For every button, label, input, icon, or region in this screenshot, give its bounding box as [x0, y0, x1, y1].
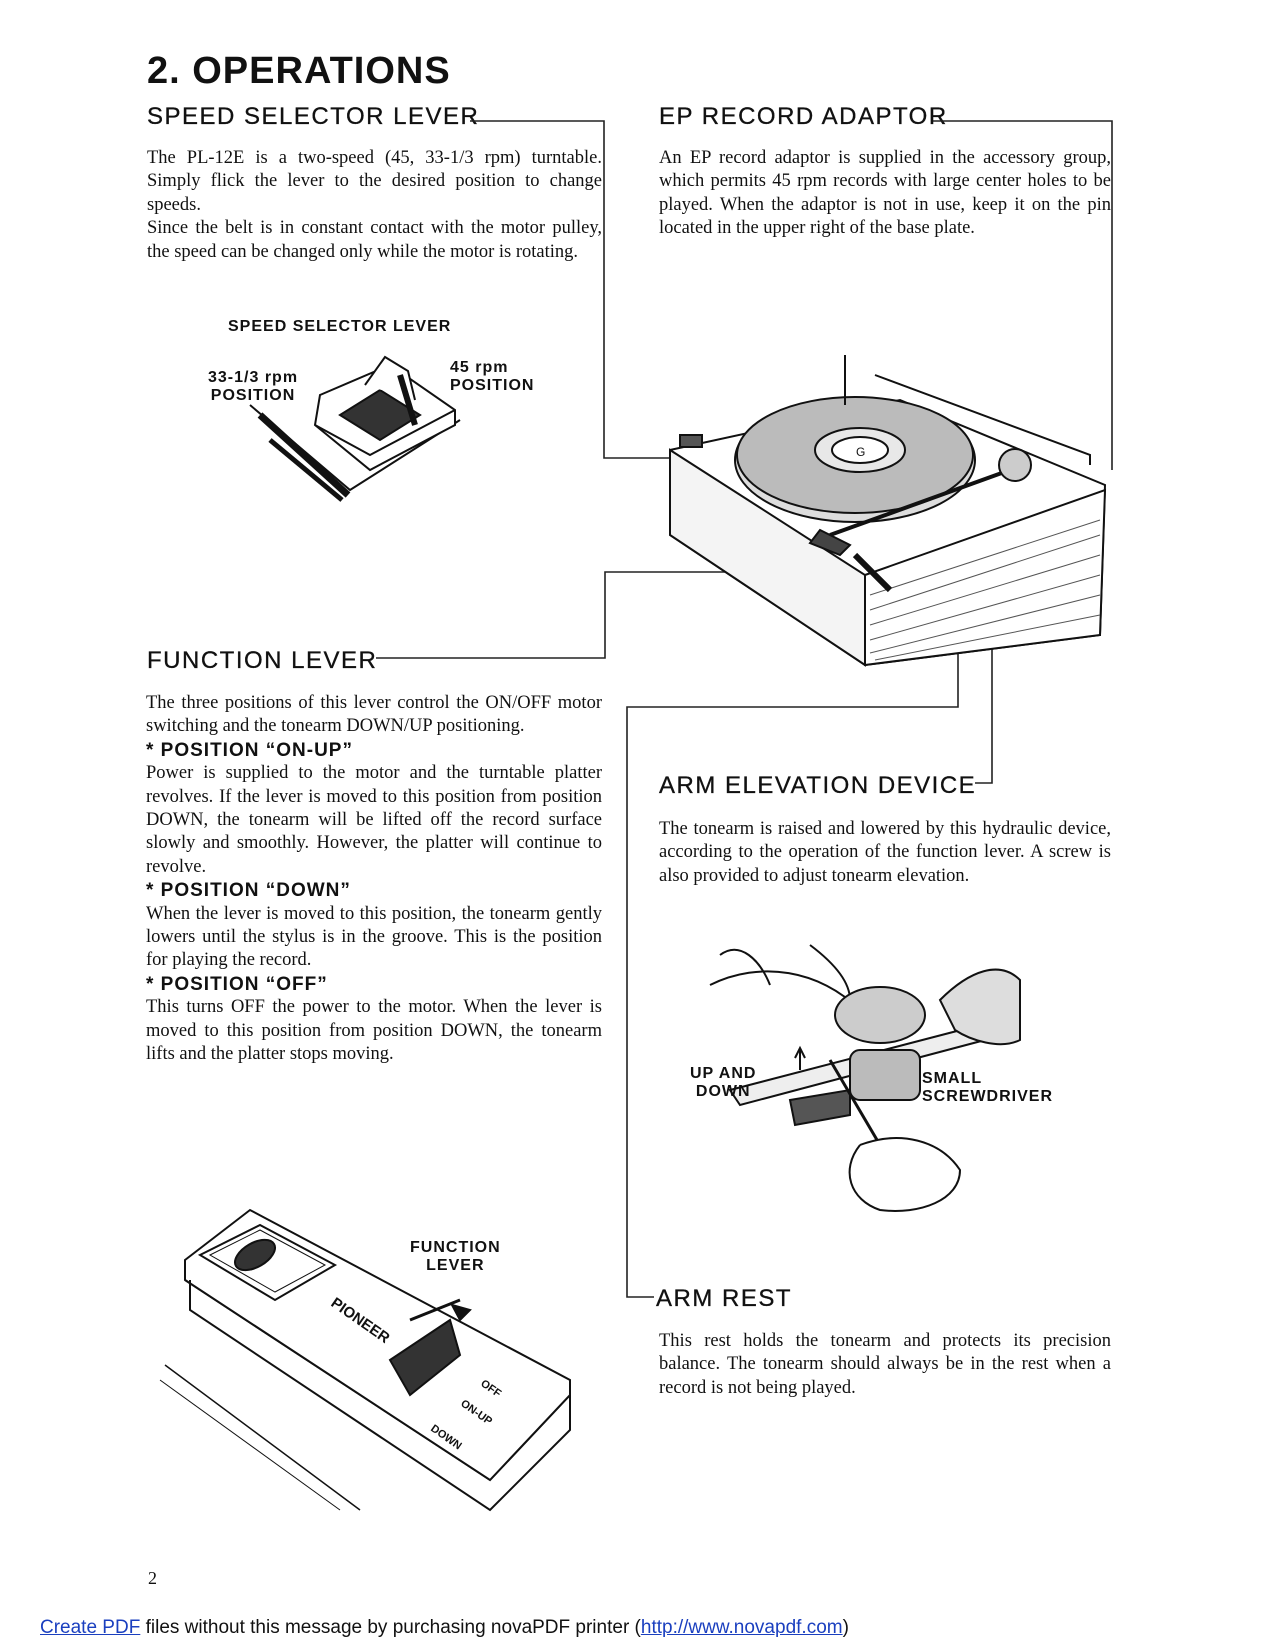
label-33-position: POSITION — [210, 387, 296, 404]
label-screwdriver: SCREWDRIVER — [922, 1088, 1054, 1105]
arm-rest-text: This rest holds the tonearm and protects… — [659, 1330, 1111, 1400]
ep-adaptor-paragraph: An EP record adaptor is supplied in the … — [659, 148, 1111, 239]
label-down: DOWN — [695, 1083, 751, 1100]
speed-selector-heading: SPEED SELECTOR LEVER — [147, 103, 480, 130]
speed-selector-text: The PL-12E is a two-speed (45, 33-1/3 rp… — [147, 147, 602, 264]
arm-elevation-heading: ARM ELEVATION DEVICE — [659, 772, 977, 799]
footer-middle-text: files without this message by purchasing… — [140, 1617, 641, 1638]
position-off-text: This turns OFF the power to the motor. W… — [146, 997, 602, 1065]
label-45-position: POSITION — [450, 377, 535, 394]
label-function: FUNCTION — [410, 1239, 501, 1256]
position-off-title: * POSITION “OFF” — [146, 973, 328, 995]
function-figure-label: FUNCTION LEVER — [410, 1239, 501, 1275]
label-33-rpm: 33-1/3 rpm — [208, 369, 299, 386]
position-down-title: * POSITION “DOWN” — [146, 880, 351, 902]
speed-figure-right-label: 45 rpm POSITION — [450, 359, 534, 395]
function-lever-heading: FUNCTION LEVER — [147, 647, 378, 674]
page-number: 2 — [148, 1568, 157, 1588]
speed-figure-title: SPEED SELECTOR LEVER — [228, 318, 452, 335]
speed-selector-paragraph-1: The PL-12E is a two-speed (45, 33-1/3 rp… — [147, 148, 602, 215]
label-small: SMALL — [922, 1070, 983, 1087]
label-up-and: UP AND — [690, 1065, 757, 1082]
arm-rest-heading: ARM REST — [656, 1285, 793, 1312]
arm-rest-paragraph: This rest holds the tonearm and protects… — [659, 1331, 1111, 1398]
position-down-text: When the lever is moved to this position… — [146, 903, 602, 971]
speed-figure-left-label: 33-1/3 rpm POSITION — [208, 369, 298, 405]
ep-adaptor-text: An EP record adaptor is supplied in the … — [659, 147, 1111, 241]
arm-elevation-text: The tonearm is raised and lowered by thi… — [659, 818, 1111, 888]
arm-elevation-paragraph: The tonearm is raised and lowered by thi… — [659, 819, 1111, 886]
speed-selector-paragraph-2: Since the belt is in constant contact wi… — [147, 218, 602, 262]
function-lever-text: The three positions of this lever contro… — [146, 692, 602, 1067]
position-on-up-text: Power is supplied to the motor and the t… — [146, 763, 602, 877]
svg-text:G: G — [856, 445, 865, 459]
label-45-rpm: 45 rpm — [450, 359, 509, 376]
create-pdf-link[interactable]: Create PDF — [40, 1617, 141, 1638]
arm-elevation-illustration — [709, 944, 1021, 1212]
footer-notice: Create PDF files without this message by… — [40, 1617, 849, 1639]
position-on-up-title: * POSITION “ON-UP” — [146, 739, 353, 761]
function-lever-illustration: PIONEER OFF ON-UP DOWN — [159, 1208, 571, 1512]
turntable-illustration: G — [669, 355, 1107, 667]
footer-end-text: ) — [842, 1617, 849, 1638]
novapdf-url-link[interactable]: http://www.novapdf.com — [640, 1617, 843, 1638]
speed-selector-lever-illustration — [249, 355, 461, 502]
ep-adaptor-heading: EP RECORD ADAPTOR — [659, 103, 948, 130]
arm-figure-right-label: SMALL SCREWDRIVER — [922, 1070, 1053, 1106]
page-title: 2. OPERATIONS — [147, 50, 451, 92]
function-lever-intro: The three positions of this lever contro… — [146, 693, 602, 737]
arm-figure-left-label: UP AND DOWN — [690, 1065, 756, 1101]
label-lever: LEVER — [426, 1257, 485, 1274]
